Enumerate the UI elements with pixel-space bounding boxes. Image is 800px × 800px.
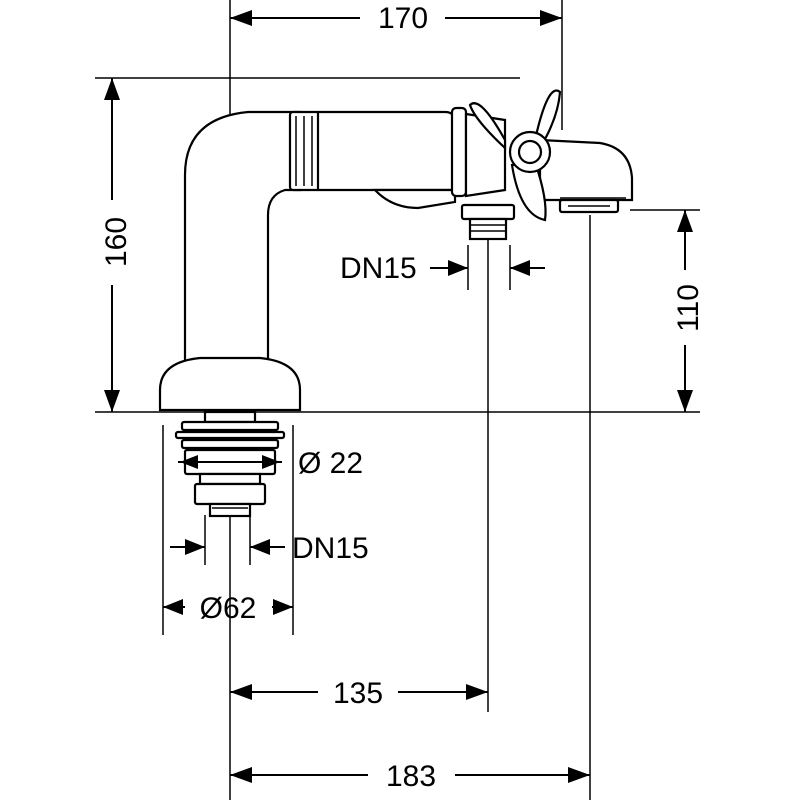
dim-135-label: 135: [333, 677, 383, 710]
dim-diameter-22-label: Ø 22: [298, 447, 363, 480]
dim-183-label: 183: [386, 760, 436, 793]
cross-handle: [468, 89, 562, 222]
dim-110-label: 110: [672, 284, 705, 332]
dim-dn15-inlet-label: DN15: [292, 532, 369, 565]
dim-dn15-outlet-label: DN15: [340, 252, 417, 285]
dim-160-label: 160: [100, 217, 133, 267]
dim-170-label: 170: [378, 2, 428, 35]
dim-diameter-62-label: Ø62: [200, 592, 257, 625]
faucet-body: [158, 89, 634, 518]
dimension-arrows: [104, 10, 693, 783]
